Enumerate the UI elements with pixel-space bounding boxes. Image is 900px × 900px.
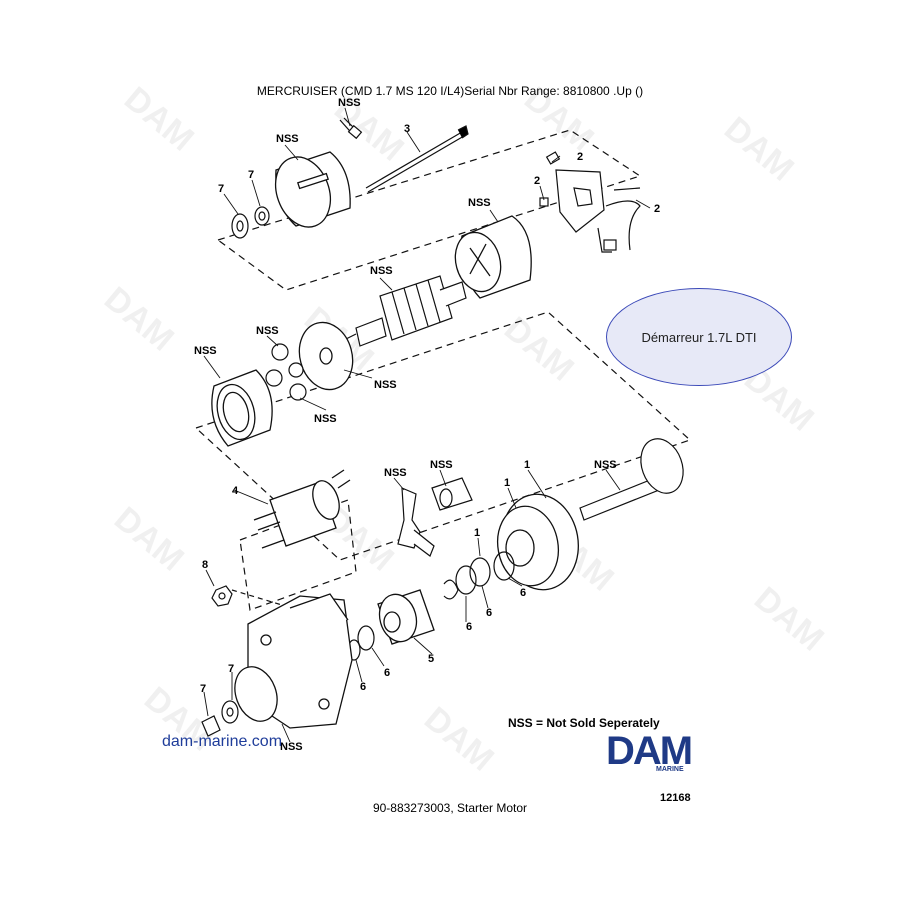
yoke bbox=[454, 215, 532, 299]
callout-label: 1 bbox=[524, 459, 530, 471]
solenoid bbox=[253, 469, 351, 549]
callout-label: 8 bbox=[202, 559, 208, 571]
logo-main-text: DAM bbox=[606, 729, 691, 773]
callout-label: NSS bbox=[468, 197, 491, 209]
callout-label: NSS bbox=[338, 97, 361, 109]
callout-label: 7 bbox=[228, 663, 234, 675]
shift-lever bbox=[397, 487, 435, 557]
callout-label: NSS bbox=[374, 379, 397, 391]
callout-label: 2 bbox=[577, 151, 583, 163]
callout-label: NSS bbox=[384, 467, 407, 479]
dashed-outline-upper bbox=[216, 129, 642, 291]
callout-label: 6 bbox=[466, 621, 472, 633]
nut bbox=[211, 585, 233, 607]
output-shaft bbox=[579, 438, 684, 521]
dam-logo: DAM bbox=[606, 729, 693, 773]
washer-set-top bbox=[231, 206, 270, 239]
callout-label: 4 bbox=[232, 485, 239, 497]
front-washer bbox=[221, 700, 239, 724]
part-label-bubble: Démarreur 1.7L DTI bbox=[606, 288, 792, 386]
callout-label: 7 bbox=[248, 169, 254, 181]
lever-holder bbox=[431, 477, 473, 511]
ring-gear bbox=[211, 369, 273, 447]
drawing-number: 12168 bbox=[660, 792, 691, 804]
callout-label: 6 bbox=[520, 587, 526, 599]
callout-label: NSS bbox=[256, 325, 279, 337]
callout-label: NSS bbox=[194, 345, 217, 357]
part-label-text: Démarreur 1.7L DTI bbox=[641, 329, 757, 345]
logo-sub-text: MARINE bbox=[656, 766, 684, 773]
callout-label: 3 bbox=[404, 123, 410, 135]
callout-label: 5 bbox=[428, 653, 434, 665]
top-bolt bbox=[339, 117, 363, 140]
callout-label: 2 bbox=[534, 175, 540, 187]
callout-label: NSS bbox=[370, 265, 393, 277]
watermark-site: dam-marine.com bbox=[162, 733, 283, 750]
callout-label: 2 bbox=[654, 203, 660, 215]
through-rod bbox=[365, 125, 469, 193]
callout-label: 6 bbox=[384, 667, 390, 679]
diagram-title: MERCRUISER (CMD 1.7 MS 120 I/L4)Serial N… bbox=[256, 84, 644, 98]
nss-legend: NSS = Not Sold Seperately bbox=[508, 716, 660, 730]
gear-plate bbox=[298, 321, 354, 391]
pinion-gear bbox=[377, 589, 435, 645]
callout-label: 7 bbox=[218, 183, 224, 195]
front-housing bbox=[234, 593, 353, 729]
callout-label: NSS bbox=[430, 459, 453, 471]
snap-rings bbox=[347, 551, 515, 661]
callout-label: 7 bbox=[200, 683, 206, 695]
planetary-gears bbox=[265, 343, 307, 401]
diagram-caption: 90-883273003, Starter Motor bbox=[372, 801, 528, 815]
brush-holder bbox=[539, 151, 641, 253]
callout-label: NSS bbox=[314, 413, 337, 425]
rear-housing bbox=[274, 151, 351, 228]
callout-label: NSS bbox=[276, 133, 299, 145]
callout-label: 1 bbox=[474, 527, 480, 539]
callout-label: NSS bbox=[280, 741, 303, 753]
callout-label: 1 bbox=[504, 477, 510, 489]
bushing bbox=[201, 715, 221, 737]
callout-label: NSS bbox=[594, 459, 617, 471]
callout-label: 6 bbox=[486, 607, 492, 619]
armature bbox=[343, 275, 467, 347]
callout-label: 6 bbox=[360, 681, 366, 693]
clutch-housing bbox=[497, 493, 579, 591]
